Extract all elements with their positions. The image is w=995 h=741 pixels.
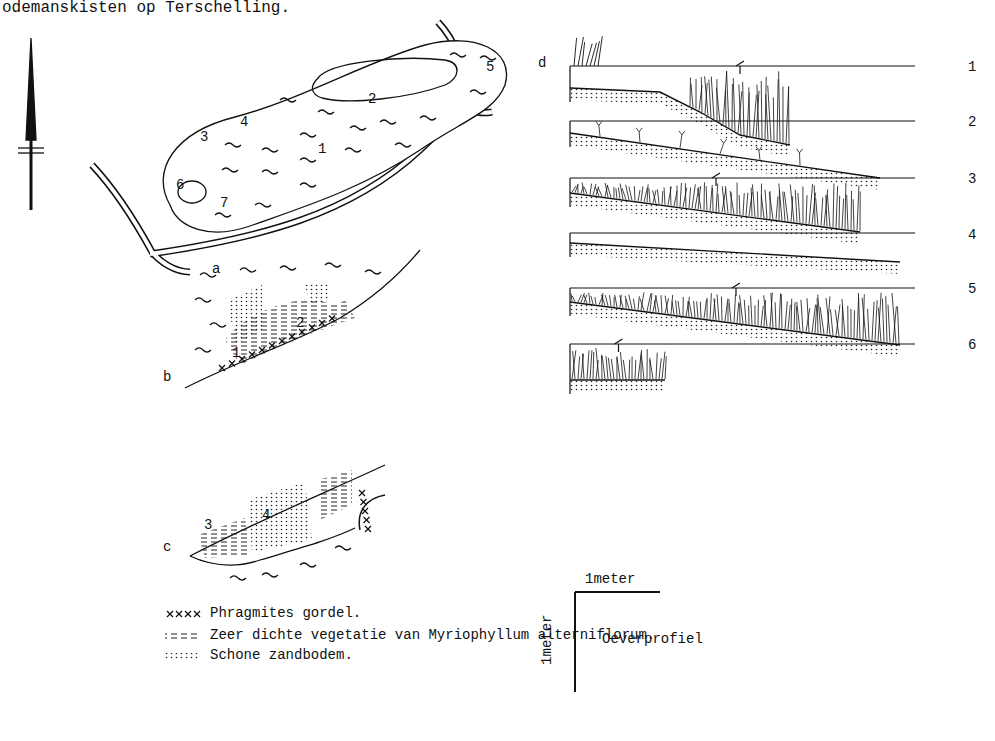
callout-number: 7 — [220, 196, 228, 211]
legend-text: Schone zandbodem. — [210, 648, 353, 663]
scale-label: 1meter — [585, 572, 635, 587]
callout-number: 2 — [968, 115, 976, 130]
callout-number: 3 — [200, 130, 208, 145]
callout-number: 5 — [486, 60, 494, 75]
callout-number: 3 — [968, 172, 976, 187]
callout-number: 6 — [176, 178, 184, 193]
callout-number: 1 — [968, 60, 976, 75]
callout-number: c — [163, 540, 171, 555]
callout-number: 1 — [232, 346, 240, 361]
callout-number: 4 — [968, 228, 976, 243]
callout-number: 4 — [240, 115, 248, 130]
callout-number: 2 — [368, 92, 376, 107]
callout-number: a — [212, 262, 220, 277]
legend-text: Zeer dichte vegetatie van Myriophyllum a… — [210, 628, 655, 643]
callout-number: d — [538, 56, 546, 71]
callout-number: 5 — [968, 282, 976, 297]
callout-number: 4 — [262, 508, 270, 523]
callout-number: 3 — [204, 518, 212, 533]
callout-number: 1 — [318, 142, 326, 157]
callout-number: 6 — [968, 338, 976, 353]
legend-text: Phragmites gordel. — [210, 606, 361, 621]
callout-number: 2 — [296, 316, 304, 331]
callout-number: b — [163, 370, 171, 385]
title-fragment: odemanskisten op Terschelling. — [2, 0, 290, 18]
